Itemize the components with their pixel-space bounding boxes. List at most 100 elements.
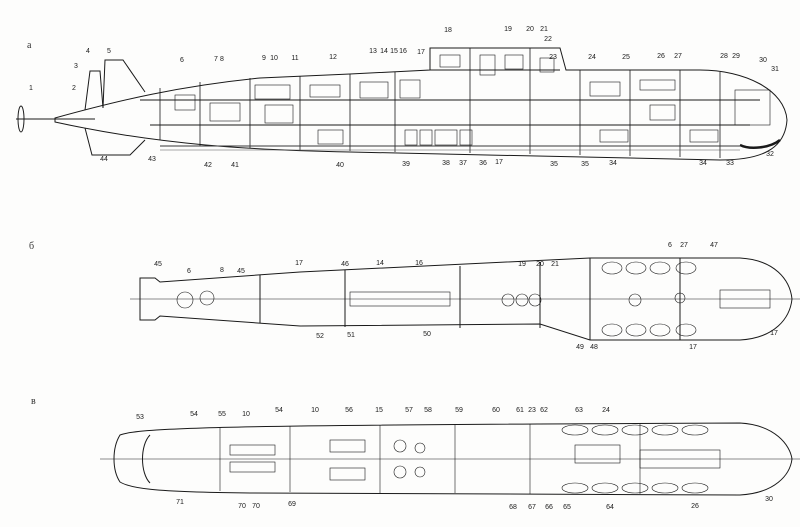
callout-number: 16 bbox=[399, 48, 407, 55]
callout-number: 45 bbox=[154, 261, 162, 268]
view-label-v: в bbox=[31, 396, 36, 407]
callout-number: 56 bbox=[345, 407, 353, 414]
callout-number: 27 bbox=[674, 53, 682, 60]
callout-number: 63 bbox=[575, 407, 583, 414]
callout-number: 21 bbox=[551, 261, 559, 268]
callout-number: 46 bbox=[341, 261, 349, 268]
callout-number: 70 bbox=[238, 503, 246, 510]
callout-number: 13 bbox=[369, 48, 377, 55]
callout-number: 38 bbox=[442, 160, 450, 167]
callout-number: 69 bbox=[288, 501, 296, 508]
view-label-a: а bbox=[27, 40, 32, 51]
callout-number: 17 bbox=[770, 330, 778, 337]
callout-number: 40 bbox=[336, 162, 344, 169]
view-a-side-section: а bbox=[0, 0, 800, 200]
callout-number: 64 bbox=[606, 504, 614, 511]
callout-number: 11 bbox=[291, 55, 299, 62]
callout-number: 10 bbox=[270, 55, 278, 62]
callout-number: 58 bbox=[424, 407, 432, 414]
callout-number: 49 bbox=[576, 344, 584, 351]
callout-number: 24 bbox=[602, 407, 610, 414]
callout-number: 45 bbox=[237, 268, 245, 275]
callout-number: 17 bbox=[689, 344, 697, 351]
callout-number: 60 bbox=[492, 407, 500, 414]
callout-number: 48 bbox=[590, 344, 598, 351]
callout-number: 35 bbox=[581, 161, 589, 168]
callout-number: 8 bbox=[220, 56, 224, 63]
callout-number: 37 bbox=[459, 160, 467, 167]
callout-number: 54 bbox=[275, 407, 283, 414]
callout-number: 59 bbox=[455, 407, 463, 414]
callout-number: 29 bbox=[732, 53, 740, 60]
lower-plan-drawing bbox=[100, 422, 800, 496]
callout-number: 53 bbox=[136, 414, 144, 421]
callout-number: 51 bbox=[347, 332, 355, 339]
callout-number: 52 bbox=[316, 333, 324, 340]
callout-number: 19 bbox=[518, 261, 526, 268]
callout-number: 20 bbox=[536, 261, 544, 268]
callout-number: 14 bbox=[376, 260, 384, 267]
callout-number: 10 bbox=[311, 407, 319, 414]
callout-number: 28 bbox=[720, 53, 728, 60]
callout-number: 5 bbox=[107, 48, 111, 55]
callout-number: 30 bbox=[759, 57, 767, 64]
callout-number: 6 bbox=[187, 268, 191, 275]
callout-number: 15 bbox=[390, 48, 398, 55]
callout-number: 4 bbox=[86, 48, 90, 55]
callout-number: 41 bbox=[231, 162, 239, 169]
callout-number: 9 bbox=[262, 55, 266, 62]
callout-number: 71 bbox=[176, 499, 184, 506]
callout-number: 23 bbox=[549, 54, 557, 61]
callout-number: 62 bbox=[540, 407, 548, 414]
callout-number: 47 bbox=[710, 242, 718, 249]
callout-number: 17 bbox=[495, 159, 503, 166]
callout-number: 34 bbox=[609, 160, 617, 167]
callout-number: 1 bbox=[29, 85, 33, 92]
callout-number: 31 bbox=[771, 66, 779, 73]
view-b-upper-plan: б bbox=[0, 220, 800, 360]
callout-number: 68 bbox=[509, 504, 517, 511]
callout-number: 36 bbox=[479, 160, 487, 167]
callout-number: 44 bbox=[100, 156, 108, 163]
callout-number: 66 bbox=[545, 504, 553, 511]
callout-number: 17 bbox=[417, 49, 425, 56]
callout-number: 54 bbox=[190, 411, 198, 418]
callout-number: 57 bbox=[405, 407, 413, 414]
callout-number: 25 bbox=[622, 54, 630, 61]
callout-number: 14 bbox=[380, 48, 388, 55]
side-section-drawing bbox=[16, 47, 788, 161]
callout-number: 10 bbox=[242, 411, 250, 418]
callout-number: 20 bbox=[526, 26, 534, 33]
callout-number: 21 bbox=[540, 26, 548, 33]
callout-number: 70 bbox=[252, 503, 260, 510]
callout-number: 2 bbox=[72, 85, 76, 92]
callout-number: 6 bbox=[668, 242, 672, 249]
callout-number: 7 bbox=[214, 56, 218, 63]
callout-number: 26 bbox=[657, 53, 665, 60]
callout-number: 23 bbox=[528, 407, 536, 414]
callout-number: 27 bbox=[680, 242, 688, 249]
callout-number: 8 bbox=[220, 267, 224, 274]
callout-number: 30 bbox=[765, 496, 773, 503]
callout-number: 35 bbox=[550, 161, 558, 168]
callout-number: 12 bbox=[329, 54, 337, 61]
callout-number: 18 bbox=[444, 27, 452, 34]
callout-number: 22 bbox=[544, 36, 552, 43]
callout-number: 24 bbox=[588, 54, 596, 61]
callout-number: 42 bbox=[204, 162, 212, 169]
callout-number: 6 bbox=[180, 57, 184, 64]
callout-number: 32 bbox=[766, 151, 774, 158]
callout-number: 65 bbox=[563, 504, 571, 511]
view-v-lower-plan: в bbox=[0, 390, 800, 527]
callout-number: 34 bbox=[699, 160, 707, 167]
upper-plan-drawing bbox=[130, 257, 800, 341]
callout-number: 43 bbox=[148, 156, 156, 163]
callout-number: 33 bbox=[726, 160, 734, 167]
callout-number: 26 bbox=[691, 503, 699, 510]
callout-number: 67 bbox=[528, 504, 536, 511]
view-label-b: б bbox=[29, 241, 35, 252]
callout-number: 55 bbox=[218, 411, 226, 418]
callout-number: 19 bbox=[504, 26, 512, 33]
callout-number: 50 bbox=[423, 331, 431, 338]
